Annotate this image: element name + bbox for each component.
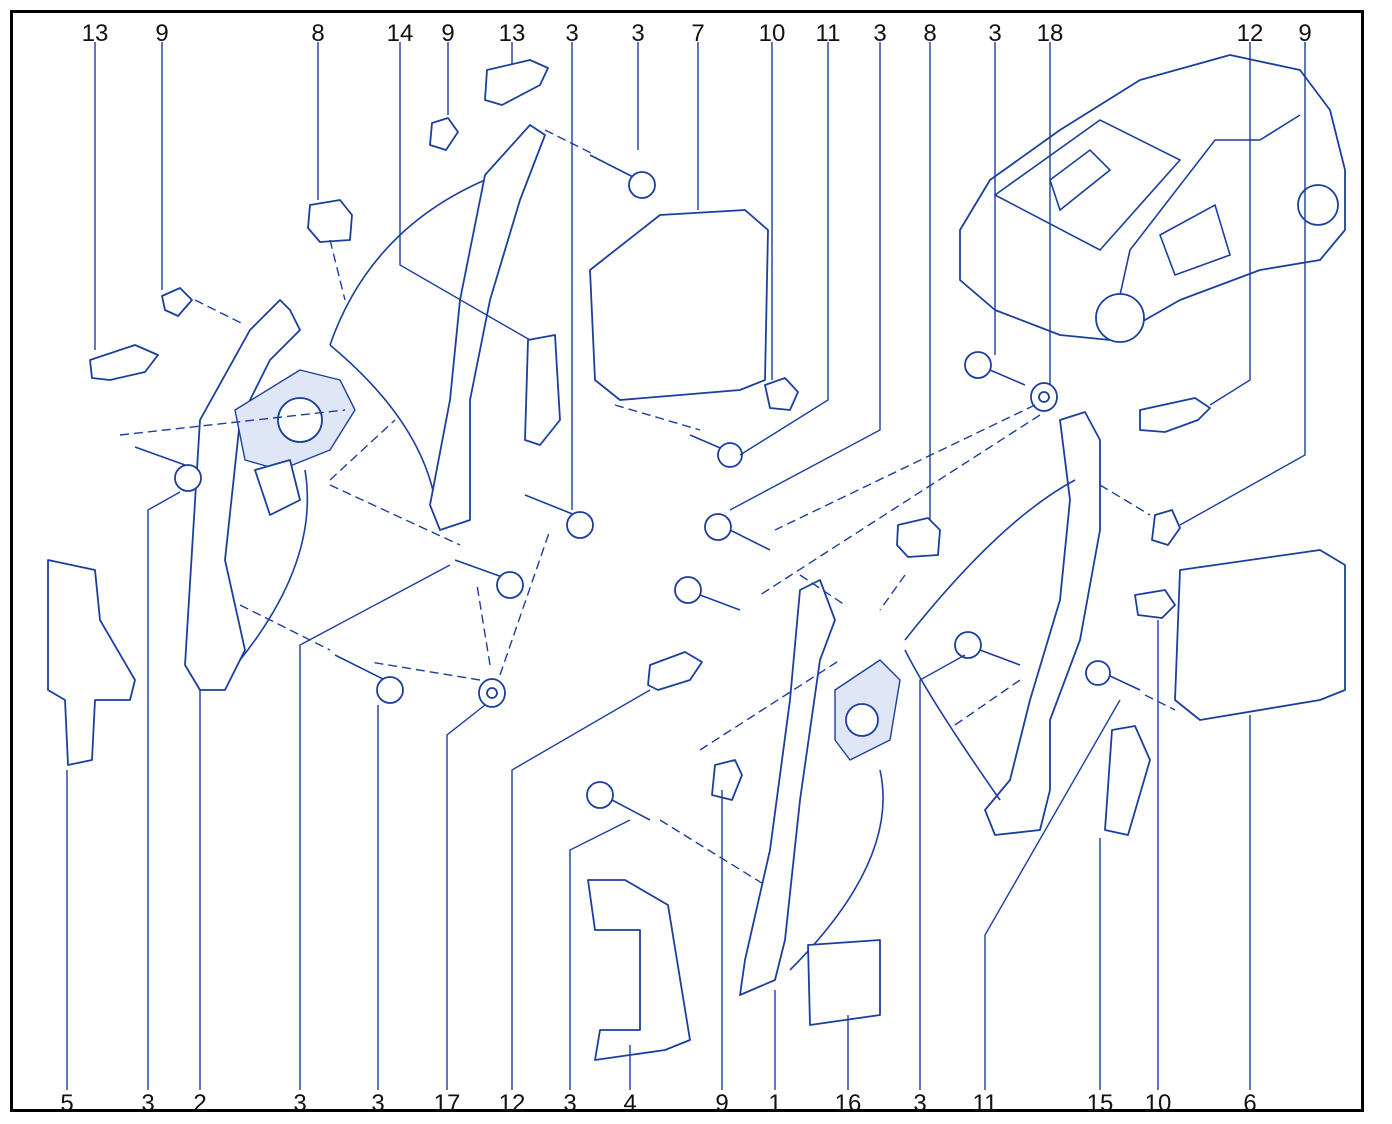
callout-label: 13	[498, 20, 526, 47]
callout-label: 15	[1086, 1090, 1114, 1117]
right-small-parts	[587, 382, 1346, 1061]
callout-label: 9	[715, 1090, 729, 1117]
callout-label: 14	[386, 20, 414, 47]
leader-lines	[66, 42, 1306, 1090]
car-illustration	[959, 54, 1346, 343]
callout-label: 3	[988, 20, 1002, 47]
callout-label: 9	[155, 20, 169, 47]
callout-label: 3	[141, 1090, 155, 1117]
callout-label: 3	[563, 1090, 577, 1117]
callout-label: 8	[311, 20, 325, 47]
callout-label: 12	[498, 1090, 526, 1117]
right-dashed-lines	[659, 404, 1176, 886]
left-small-parts	[47, 59, 799, 766]
callout-label: 10	[1144, 1090, 1172, 1117]
callout-label: 9	[441, 20, 455, 47]
callout-label: 6	[1243, 1090, 1257, 1117]
callout-label: 11	[815, 20, 841, 47]
callout-label: 5	[60, 1090, 74, 1117]
callout-label: 2	[193, 1090, 207, 1117]
callout-label: 7	[691, 20, 705, 47]
callout-label: 4	[623, 1090, 637, 1117]
callout-label: 1	[768, 1090, 782, 1117]
callout-label: 8	[923, 20, 937, 47]
callout-label: 10	[758, 20, 786, 47]
right-bolts	[586, 351, 1141, 821]
left-window-regulator	[184, 124, 546, 691]
callout-label: 18	[1036, 20, 1064, 47]
callout-label: 17	[433, 1090, 461, 1117]
left-dashed-lines	[119, 129, 701, 681]
callout-label: 3	[371, 1090, 385, 1117]
callout-label: 3	[293, 1090, 307, 1117]
callout-label: 16	[834, 1090, 862, 1117]
callout-label: 13	[81, 20, 109, 47]
callout-label: 11	[972, 1090, 998, 1117]
callout-label: 3	[873, 20, 887, 47]
right-window-regulator	[739, 411, 1101, 996]
left-bolts	[134, 154, 743, 704]
callout-label: 9	[1298, 20, 1312, 47]
callout-label: 3	[565, 20, 579, 47]
callout-label: 12	[1236, 20, 1264, 47]
callout-label: 3	[913, 1090, 927, 1117]
callout-label: 3	[631, 20, 645, 47]
